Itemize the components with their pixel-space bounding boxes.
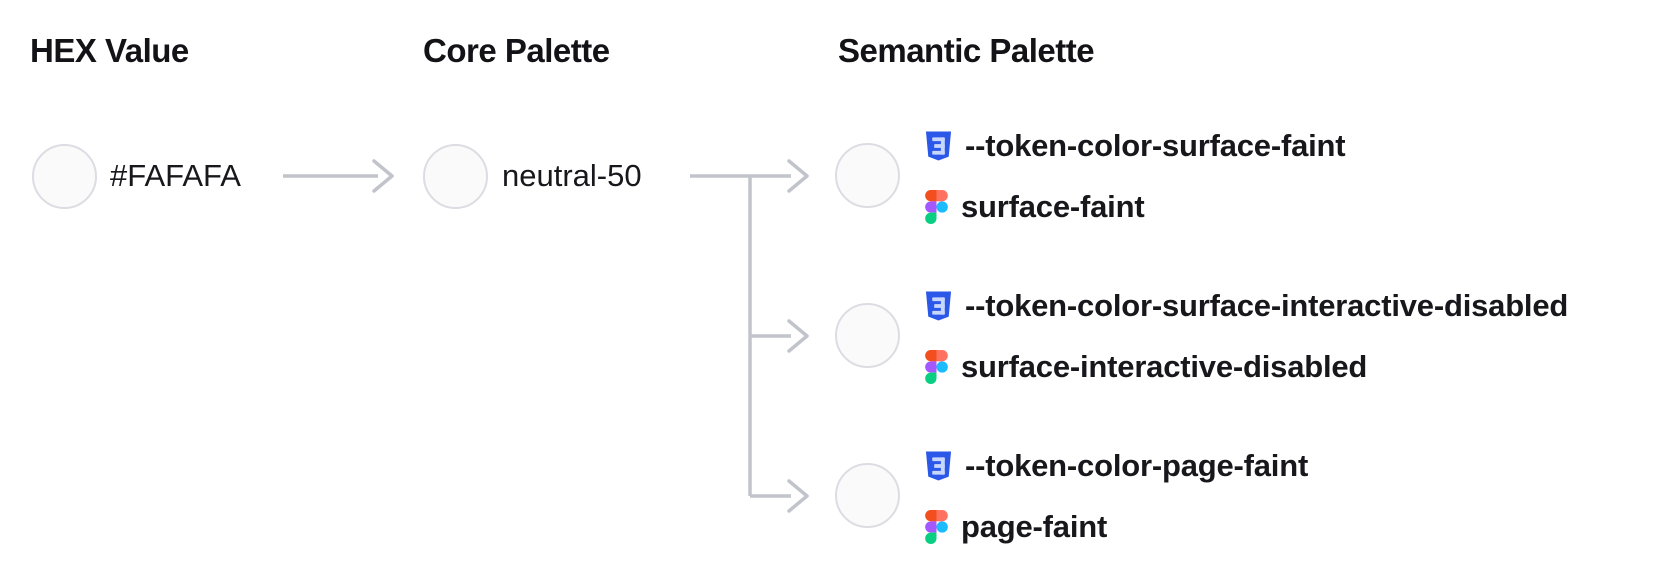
css-variable-row: --token-color-page-faint — [925, 446, 1308, 486]
arrow-core-to-semantic-1-head — [787, 159, 809, 193]
core-token-label: neutral-50 — [502, 158, 642, 193]
figma-token-name: page-faint — [961, 509, 1108, 544]
css-variable-row: --token-color-surface-faint — [925, 126, 1346, 166]
core-color-swatch — [423, 144, 488, 209]
semantic-color-swatch — [835, 463, 900, 528]
css3-icon — [925, 131, 952, 161]
figma-icon — [925, 510, 948, 544]
semantic-token-entry: --token-color-surface-interactive-disabl… — [835, 272, 1655, 400]
css-variable-name: --token-color-surface-faint — [965, 128, 1346, 163]
figma-token-name: surface-interactive-disabled — [961, 349, 1368, 384]
semantic-color-swatch — [835, 303, 900, 368]
css-variable-row: --token-color-surface-interactive-disabl… — [925, 286, 1568, 326]
arrow-core-to-semantic-2-head — [787, 319, 809, 353]
hex-color-swatch — [32, 144, 97, 209]
core-palette-heading: Core Palette — [423, 32, 610, 69]
css3-icon — [925, 451, 952, 481]
figma-token-name: surface-faint — [961, 189, 1145, 224]
css-variable-name: --token-color-page-faint — [965, 448, 1309, 483]
semantic-token-entry: --token-color-surface-faint surface-fain… — [835, 112, 1655, 240]
hex-value-label: #FAFAFA — [110, 158, 241, 193]
arrow-hex-to-core-head — [372, 159, 394, 193]
arrow-core-to-semantic-3-head — [787, 479, 809, 513]
css-variable-name: --token-color-surface-interactive-disabl… — [965, 288, 1569, 323]
semantic-color-swatch — [835, 143, 900, 208]
css3-icon — [925, 291, 952, 321]
figma-token-row: page-faint — [925, 507, 1107, 547]
figma-icon — [925, 190, 948, 224]
semantic-token-entry: --token-color-page-faint page-faint — [835, 432, 1655, 560]
semantic-palette-heading: Semantic Palette — [838, 32, 1095, 69]
figma-icon — [925, 350, 948, 384]
figma-token-row: surface-faint — [925, 187, 1145, 227]
hex-value-heading: HEX Value — [30, 32, 189, 69]
figma-token-row: surface-interactive-disabled — [925, 347, 1367, 387]
